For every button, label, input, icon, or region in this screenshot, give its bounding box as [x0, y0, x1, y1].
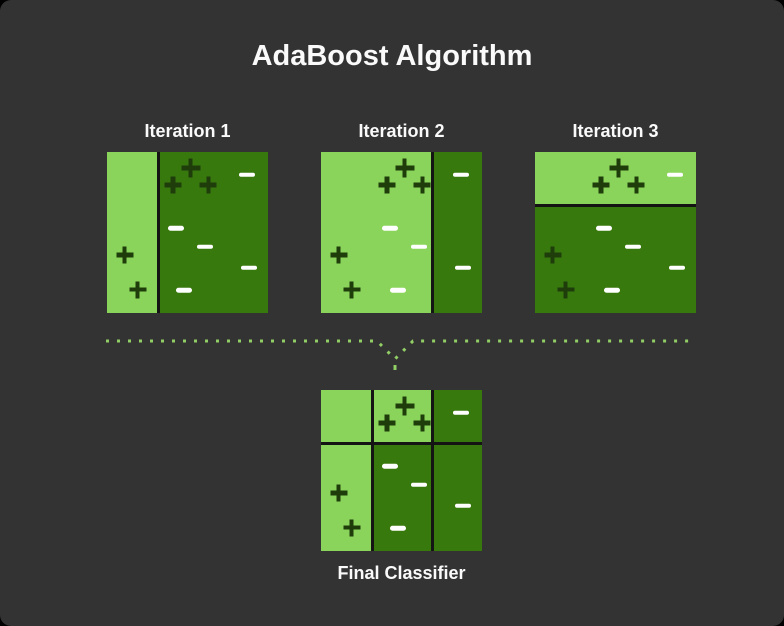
minus-sample-point [168, 226, 185, 231]
minus-sample-point [453, 172, 470, 177]
minus-sample-point [411, 244, 428, 250]
decision-region-light [321, 443, 373, 551]
plus-sample-point [116, 246, 134, 264]
minus-sample-point [239, 172, 256, 177]
decision-region-dark [432, 152, 482, 313]
plus-sample-point [592, 176, 610, 194]
minus-sample-point [596, 226, 613, 231]
plus-sample-point [343, 519, 361, 537]
decision-region-dark [158, 152, 268, 313]
decision-region-dark [432, 390, 482, 444]
minus-sample-point [604, 287, 621, 293]
split-line-v [431, 390, 435, 551]
minus-sample-point [197, 244, 214, 250]
minus-sample-point [390, 287, 407, 293]
final-classifier-box [321, 390, 482, 551]
plus-sample-point [378, 176, 396, 194]
decision-region-dark [535, 205, 696, 313]
minus-sample-point [667, 172, 684, 177]
decision-region-dark [372, 443, 433, 551]
plus-sample-point [544, 246, 562, 264]
minus-sample-point [625, 244, 642, 250]
split-line-h [321, 441, 482, 445]
iteration-3-title: Iteration 3 [572, 121, 659, 141]
split-line-v [157, 152, 161, 313]
minus-sample-point [390, 525, 407, 531]
minus-sample-point [454, 503, 471, 509]
plus-sample-point [164, 176, 182, 194]
minus-sample-point [411, 482, 428, 488]
minus-sample-point [382, 464, 399, 469]
plus-sample-point [330, 246, 348, 264]
split-line-h [535, 203, 696, 207]
decision-region-light [535, 152, 696, 206]
plus-sample-point [627, 176, 645, 194]
plus-sample-point [609, 158, 629, 178]
final-classifier-title: Final Classifier [337, 563, 466, 583]
minus-sample-point [453, 410, 470, 415]
decision-region-light [321, 390, 373, 444]
iteration-2-title: Iteration 2 [358, 121, 445, 141]
decision-region-light [321, 152, 433, 313]
plus-sample-point [395, 396, 415, 416]
plus-sample-point [181, 158, 201, 178]
plus-sample-point [557, 281, 575, 299]
iteration-3-box [535, 152, 696, 313]
plus-sample-point [413, 176, 431, 194]
iteration-2-box [321, 152, 482, 313]
minus-sample-point [240, 265, 257, 271]
plus-sample-point [378, 414, 396, 432]
plus-sample-point [129, 281, 147, 299]
minus-sample-point [668, 265, 685, 271]
minus-sample-point [454, 265, 471, 271]
minus-sample-point [382, 226, 399, 231]
decision-region-dark [432, 443, 482, 551]
plus-sample-point [343, 281, 361, 299]
page-title: AdaBoost Algorithm [251, 40, 533, 72]
split-line-v [371, 390, 375, 551]
iteration-1-box [107, 152, 268, 313]
minus-sample-point [176, 287, 193, 293]
dotted-line-path [106, 339, 690, 362]
split-line-v [431, 152, 435, 313]
plus-sample-point [395, 158, 415, 178]
iteration-1-title: Iteration 1 [144, 121, 231, 141]
decision-region-light [107, 152, 159, 313]
plus-sample-point [330, 484, 348, 502]
plus-sample-point [413, 414, 431, 432]
plus-sample-point [199, 176, 217, 194]
